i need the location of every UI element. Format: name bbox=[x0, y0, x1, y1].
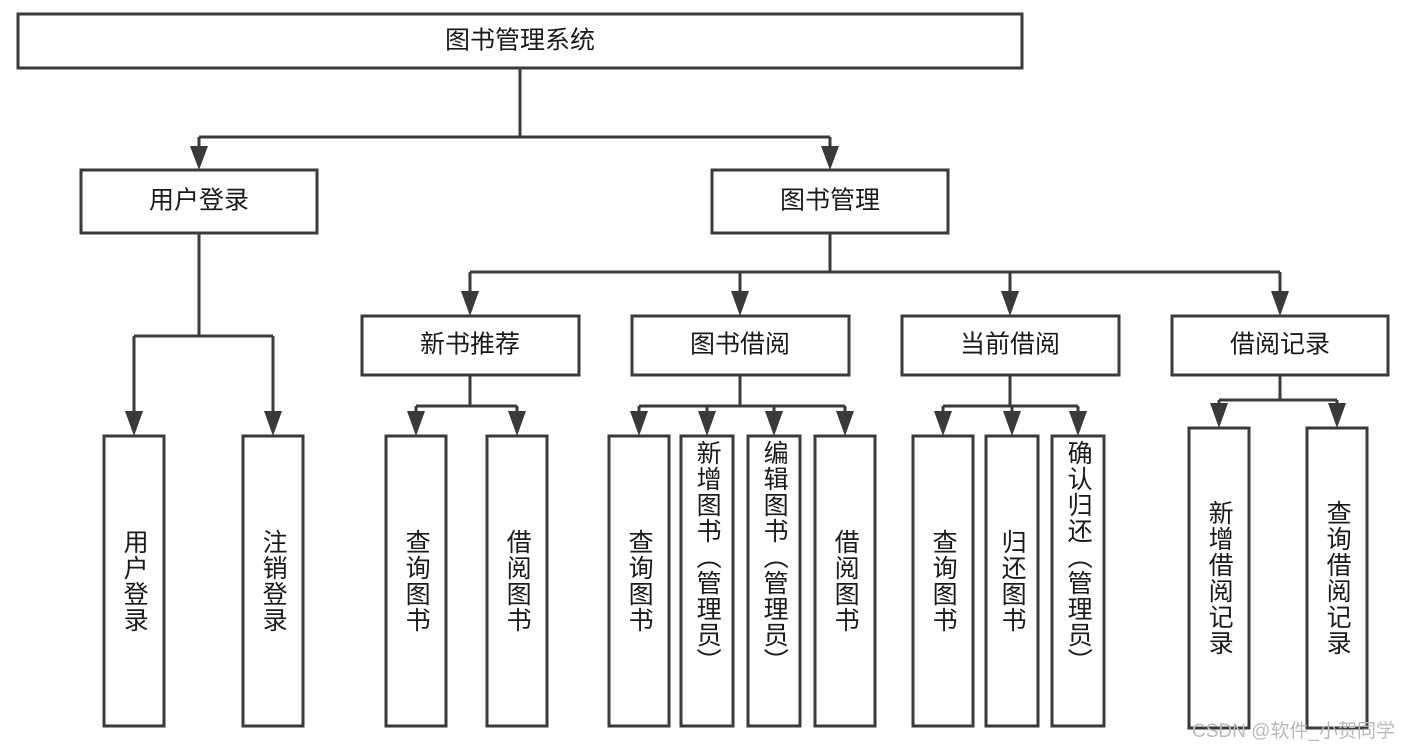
arrow-head-borrow-record bbox=[1271, 291, 1289, 316]
node-root-system-box bbox=[16, 12, 1024, 70]
watermark-text: CSDN @软件_小贺同学 bbox=[1192, 721, 1395, 742]
node-root-system-label: 图书管理系统 bbox=[445, 27, 595, 55]
node-book-management-box bbox=[710, 168, 950, 235]
leaf-box-confirm-return[interactable] bbox=[1050, 434, 1106, 728]
arrow-head-leaf-query-record bbox=[1328, 403, 1346, 428]
arrow-head-book-mgmt bbox=[821, 146, 839, 170]
node-borrow-record[interactable]: 借阅记录 bbox=[1170, 314, 1390, 377]
leaf-box-add-record[interactable] bbox=[1187, 426, 1251, 730]
arrow-head-leaf-add-record bbox=[1210, 403, 1228, 428]
leaf-box-add-book[interactable] bbox=[679, 434, 735, 728]
connector-group-new-book-rec bbox=[407, 375, 526, 436]
node-book-borrow[interactable]: 图书借阅 bbox=[630, 314, 851, 377]
connector-group-borrow-record bbox=[1210, 375, 1346, 428]
arrow-head-leaf-borrow-book-2 bbox=[836, 411, 854, 436]
arrow-head-user-login bbox=[190, 146, 208, 170]
leaf-box-borrow-book-2[interactable] bbox=[813, 434, 877, 728]
connector-group-user-login bbox=[125, 233, 282, 436]
node-user-login[interactable]: 用户登录 bbox=[79, 168, 319, 235]
node-book-borrow-label: 图书借阅 bbox=[690, 331, 790, 359]
node-current-borrow-label: 当前借阅 bbox=[960, 331, 1060, 359]
arrow-head-leaf-add-book bbox=[698, 411, 716, 436]
node-user-login-box bbox=[79, 168, 319, 235]
node-new-book-recommendation-label: 新书推荐 bbox=[420, 331, 520, 359]
node-borrow-record-box bbox=[1170, 314, 1390, 377]
leaf-box-query-book-1[interactable] bbox=[384, 434, 448, 728]
leaf-box-logout[interactable] bbox=[241, 434, 305, 728]
arrow-head-leaf-query-book-2 bbox=[630, 411, 648, 436]
arrow-head-book-borrow bbox=[731, 291, 749, 316]
arrow-head-new-book-rec bbox=[461, 291, 479, 316]
arrow-head-current-borrow bbox=[1001, 291, 1019, 316]
leaf-box-borrow-book-1[interactable] bbox=[485, 434, 549, 728]
node-current-borrow[interactable]: 当前借阅 bbox=[900, 314, 1121, 377]
arrow-head-leaf-logout bbox=[264, 411, 282, 436]
leaf-box-return-book[interactable] bbox=[984, 434, 1040, 728]
node-book-management-label: 图书管理 bbox=[780, 187, 880, 215]
leaf-box-query-book-3[interactable] bbox=[911, 434, 975, 728]
leaf-box-query-book-2[interactable] bbox=[607, 434, 671, 728]
node-user-login-label: 用户登录 bbox=[149, 187, 249, 215]
leaf-box-query-record[interactable] bbox=[1305, 426, 1369, 730]
arrow-head-leaf-user-login bbox=[125, 411, 143, 436]
node-current-borrow-box bbox=[900, 314, 1121, 377]
leaf-box-user-login[interactable] bbox=[102, 434, 166, 728]
arrow-head-leaf-confirm-return bbox=[1069, 411, 1087, 436]
node-new-book-recommendation[interactable]: 新书推荐 bbox=[360, 314, 581, 377]
connector-group-book-mgmt bbox=[461, 233, 1289, 316]
node-book-management[interactable]: 图书管理 bbox=[710, 168, 950, 235]
node-new-book-recommendation-box bbox=[360, 314, 581, 377]
node-borrow-record-label: 借阅记录 bbox=[1230, 331, 1330, 359]
leaf-boxes-group bbox=[102, 426, 1369, 730]
leaf-box-edit-book[interactable] bbox=[746, 434, 802, 728]
arrow-head-leaf-edit-book bbox=[765, 411, 783, 436]
arrow-head-leaf-query-book-1 bbox=[407, 411, 425, 436]
connector-group-root bbox=[190, 68, 839, 170]
arrow-head-leaf-borrow-book-1 bbox=[508, 411, 526, 436]
connector-group-current-borrow bbox=[934, 375, 1087, 436]
node-root-system[interactable]: 图书管理系统 bbox=[16, 12, 1024, 70]
arrow-head-leaf-query-book-3 bbox=[934, 411, 952, 436]
node-book-borrow-box bbox=[630, 314, 851, 377]
connector-group-book-borrow bbox=[630, 375, 854, 436]
arrow-head-leaf-return-book bbox=[1003, 411, 1021, 436]
